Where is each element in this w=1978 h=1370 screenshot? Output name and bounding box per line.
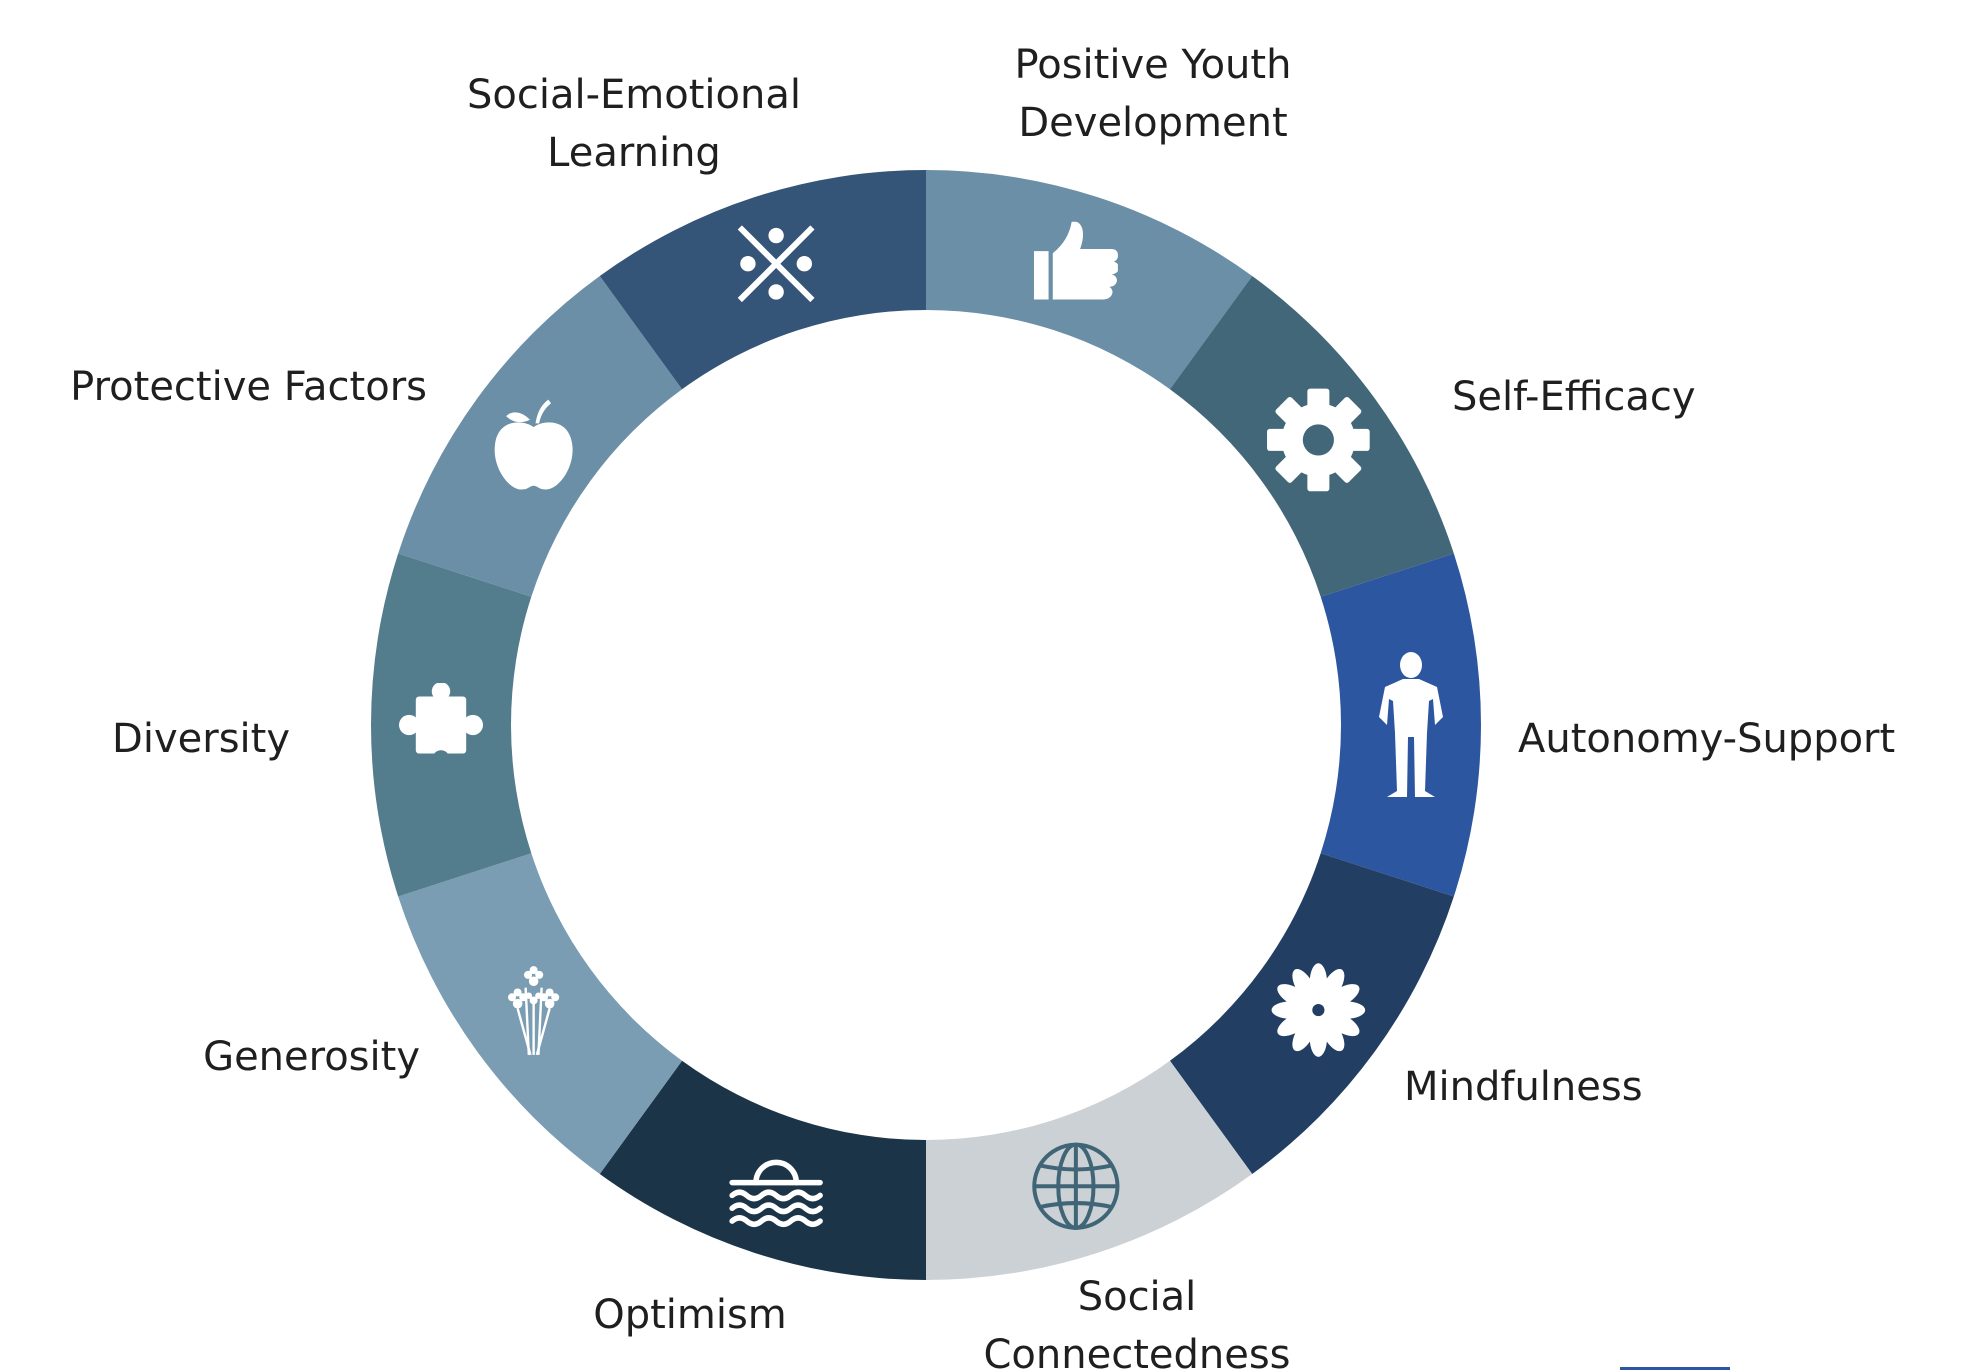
label-line: Social xyxy=(1078,1274,1197,1320)
label-line: Mindfulness xyxy=(1404,1064,1643,1110)
label-self-efficacy: Self-Efficacy xyxy=(1452,374,1696,420)
label-diversity: Diversity xyxy=(112,716,290,762)
label-line: Social-Emotional xyxy=(467,72,801,118)
label-line: Connectedness xyxy=(983,1332,1290,1370)
globe-icon xyxy=(1032,1142,1120,1230)
label-protective-factors: Protective Factors xyxy=(70,364,427,410)
label-optimism: Optimism xyxy=(593,1292,787,1338)
label-line: Learning xyxy=(547,130,721,176)
wheel-ring xyxy=(371,170,1481,1280)
label-line: Optimism xyxy=(593,1292,787,1338)
gear-icon xyxy=(1267,388,1370,492)
partial-button-shape xyxy=(1620,1367,1730,1370)
label-line: Generosity xyxy=(203,1034,420,1080)
crossed-people-icon xyxy=(740,228,812,300)
label-line: Development xyxy=(1018,100,1287,146)
label-line: Positive Youth xyxy=(1015,42,1292,88)
label-line: Autonomy-Support xyxy=(1518,716,1895,762)
label-line: Self-Efficacy xyxy=(1452,374,1696,420)
label-autonomy-support: Autonomy-Support xyxy=(1518,716,1895,762)
label-generosity: Generosity xyxy=(203,1034,420,1080)
label-mindfulness: Mindfulness xyxy=(1404,1064,1643,1110)
label-line: Protective Factors xyxy=(70,364,427,410)
label-line: Diversity xyxy=(112,716,290,762)
